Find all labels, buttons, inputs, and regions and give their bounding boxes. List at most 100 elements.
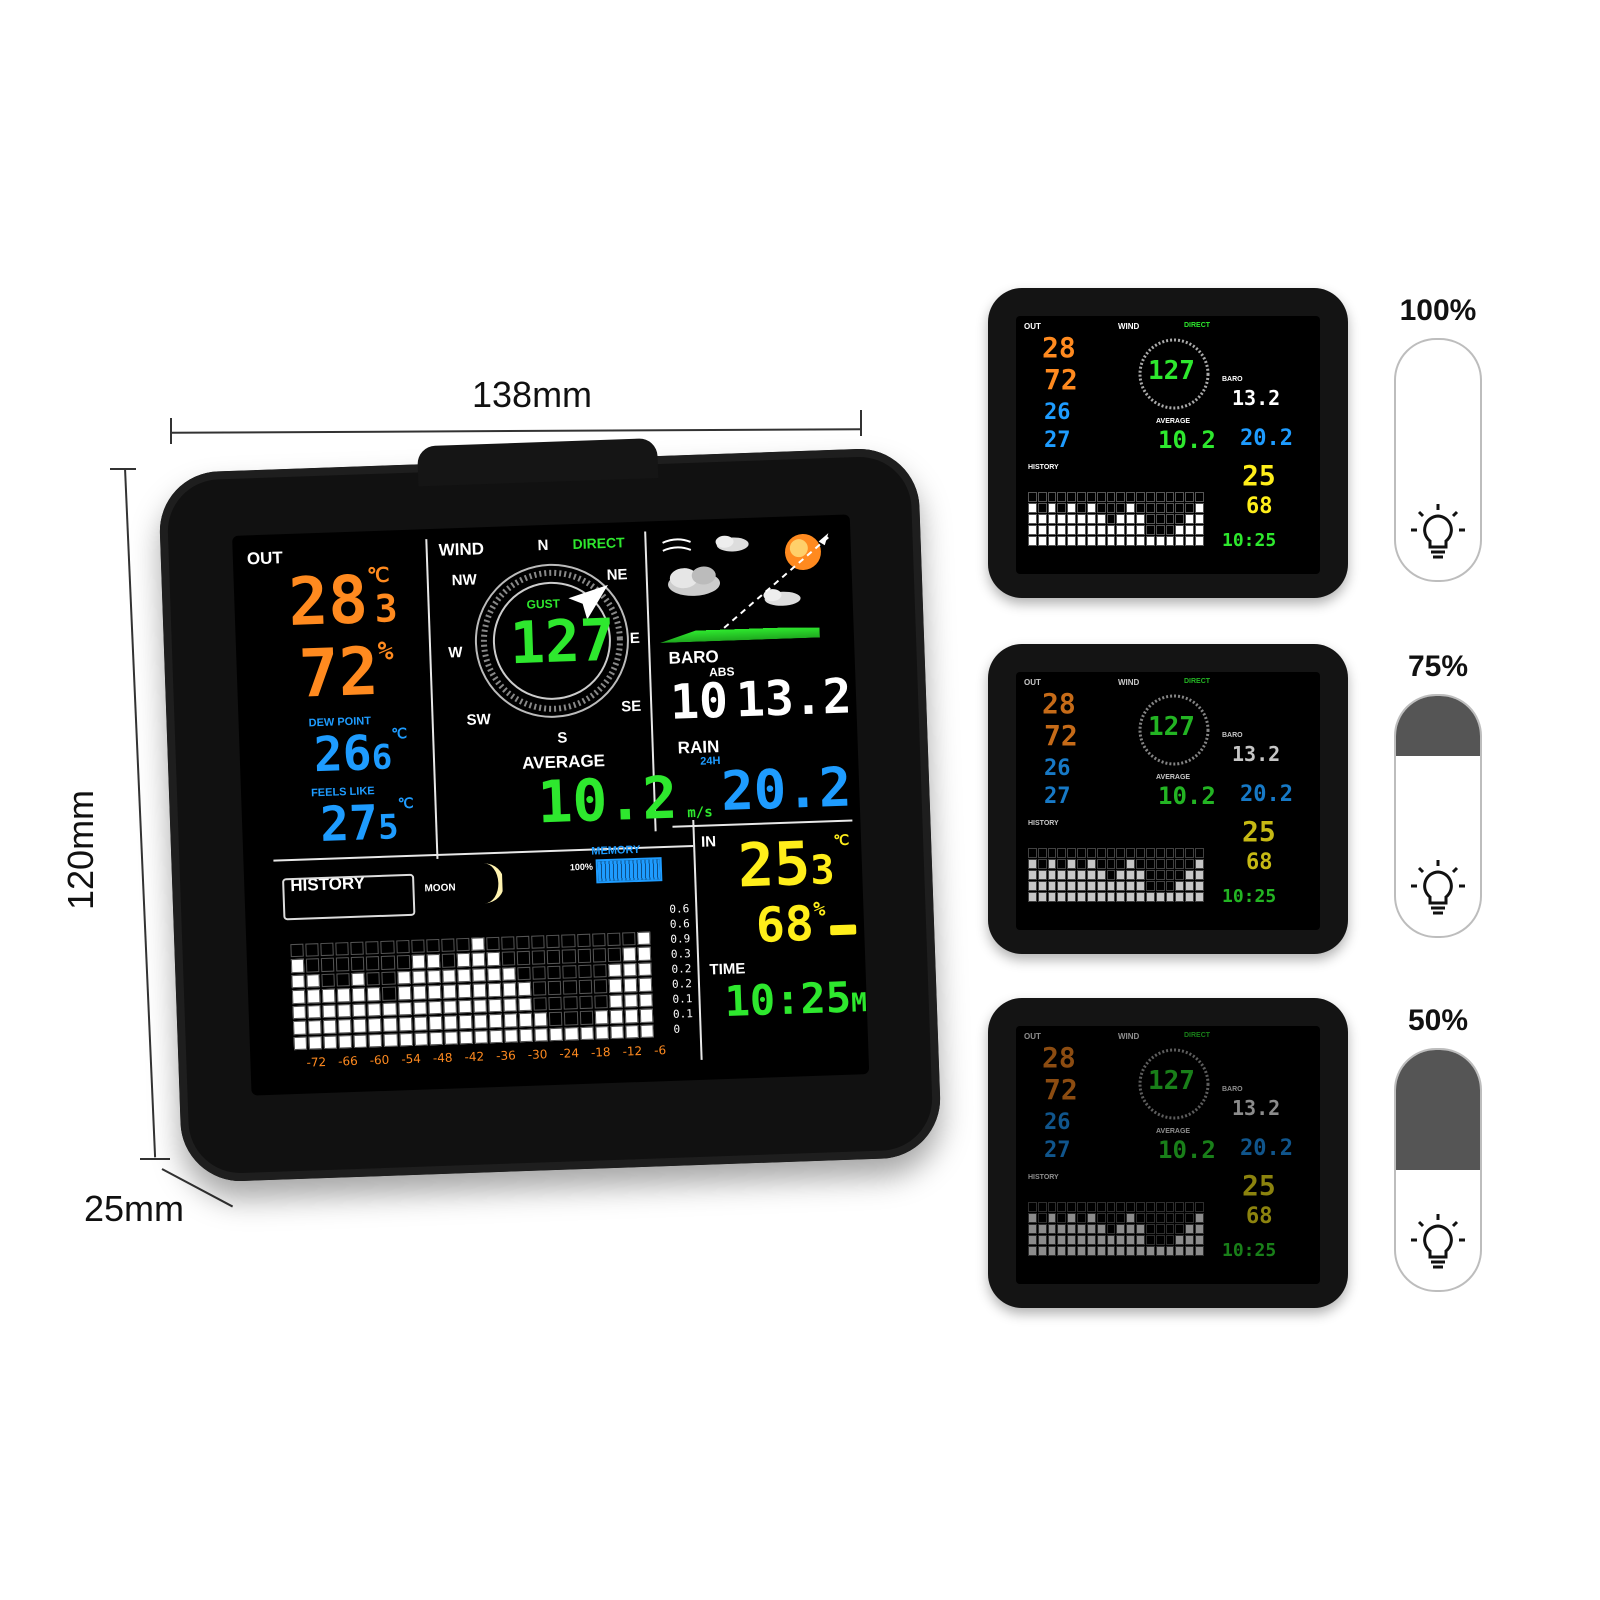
history-cell: [1165, 1213, 1175, 1223]
thumbnail-screen: OUT WIND DIRECT 28 72 26 27 127 AVERAGE …: [1016, 672, 1320, 930]
rain-period-label: 24H: [700, 755, 721, 768]
history-cell: [519, 1028, 534, 1043]
history-cell: [335, 942, 350, 956]
history-cell: [1096, 892, 1106, 902]
history-cell: [427, 985, 442, 1000]
history-cell: [1195, 1246, 1204, 1256]
history-cell: [1136, 503, 1145, 513]
history-cell: [322, 988, 336, 1003]
history-cell: [456, 937, 470, 952]
history-cell: [519, 1012, 533, 1027]
history-cell: [1067, 1246, 1077, 1256]
history-cell: [474, 1029, 489, 1044]
history-cell: [1116, 514, 1126, 524]
thumbnail-compass-icon: [1138, 694, 1210, 766]
history-cell: [1028, 848, 1037, 858]
history-cell: [1116, 892, 1126, 902]
history-cell: [1136, 870, 1145, 880]
history-cell: [443, 1000, 457, 1014]
indoor-temp-value: 253℃: [736, 828, 850, 902]
history-cell: [1077, 514, 1086, 524]
history-cell: [1086, 536, 1096, 546]
history-cell: [1175, 892, 1185, 902]
history-cell: [1047, 1246, 1057, 1256]
history-cell: [487, 983, 502, 997]
wind-lines-icon: [662, 538, 692, 552]
history-cell: [1067, 870, 1077, 880]
history-cell: [1077, 892, 1086, 902]
history-cell: [533, 996, 548, 1011]
history-cell: [1155, 848, 1165, 858]
history-cell: [1086, 892, 1096, 902]
history-cell: [1096, 1246, 1106, 1256]
history-cell: [1086, 1202, 1096, 1212]
history-cell: [308, 1020, 322, 1035]
history-cell: [1037, 503, 1047, 513]
history-cell: [1067, 1213, 1077, 1223]
history-cell: [1106, 881, 1116, 891]
storm-cloud-icon: [668, 566, 721, 596]
history-cell: [1185, 514, 1195, 524]
history-cell: [1195, 881, 1204, 891]
history-x-tick: -6: [653, 1043, 667, 1058]
history-cell: [564, 1011, 578, 1026]
history-cell: [1037, 881, 1047, 891]
time-value: 10:25MON: [723, 972, 870, 1027]
history-cell: [352, 1003, 367, 1018]
history-cell: [564, 1026, 579, 1041]
history-cell: [1175, 514, 1185, 524]
history-cell: [1077, 1224, 1086, 1234]
history-cell: [1067, 1224, 1077, 1234]
history-cell: [1126, 1224, 1136, 1234]
history-cell: [1077, 1202, 1086, 1212]
history-cell: [323, 1035, 338, 1050]
indoor-label: IN: [700, 833, 717, 851]
brightness-dimmer: [1016, 1026, 1320, 1284]
history-cell: [381, 955, 395, 970]
history-cell: [578, 995, 593, 1010]
history-cell: [486, 936, 500, 951]
history-cell: [1165, 881, 1175, 891]
history-cell: [1195, 514, 1204, 524]
history-cell: [577, 964, 592, 979]
width-dimension-label: 138mm: [472, 374, 593, 415]
history-cell: [623, 978, 638, 993]
history-cell: [1185, 881, 1195, 891]
history-cell: [1175, 536, 1185, 546]
history-cell: [1145, 1213, 1155, 1223]
history-cell: [516, 951, 531, 966]
history-cell: [1185, 1246, 1195, 1256]
history-cell: [411, 954, 426, 969]
history-cell: [549, 1011, 563, 1026]
history-cell: [1037, 1224, 1047, 1234]
history-cell: [578, 979, 592, 994]
history-cell: [501, 936, 515, 951]
history-cell: [561, 934, 576, 949]
history-cell: [350, 941, 365, 956]
gust-value: 127: [508, 605, 616, 678]
history-cell: [1047, 870, 1057, 880]
history-cell: [1136, 1246, 1145, 1256]
history-cell: [1057, 859, 1067, 869]
history-cell: [546, 934, 561, 949]
wind-label: WIND: [438, 539, 485, 560]
history-cell: [367, 987, 381, 1002]
history-cell: [412, 970, 426, 985]
history-cell: [1145, 848, 1155, 858]
history-cell: [351, 956, 365, 971]
history-cell: [1145, 870, 1155, 880]
history-cell: [1175, 859, 1185, 869]
history-cell: [608, 978, 623, 993]
lcd-screen: OUT 28℃3 72% DEW POINT 266℃ FEELS LIKE 2…: [232, 514, 870, 1096]
history-cell: [1185, 892, 1195, 902]
history-cell: [1037, 492, 1047, 502]
history-cell: [1106, 848, 1116, 858]
history-cell: [1057, 1213, 1067, 1223]
history-cell: [1057, 492, 1067, 502]
history-cell: [518, 982, 532, 996]
history-cell: [1155, 503, 1165, 513]
history-cell: [290, 943, 304, 958]
history-cell: [1155, 881, 1165, 891]
thumbnail-history-graph: [1028, 1202, 1204, 1256]
history-cell: [1057, 870, 1067, 880]
